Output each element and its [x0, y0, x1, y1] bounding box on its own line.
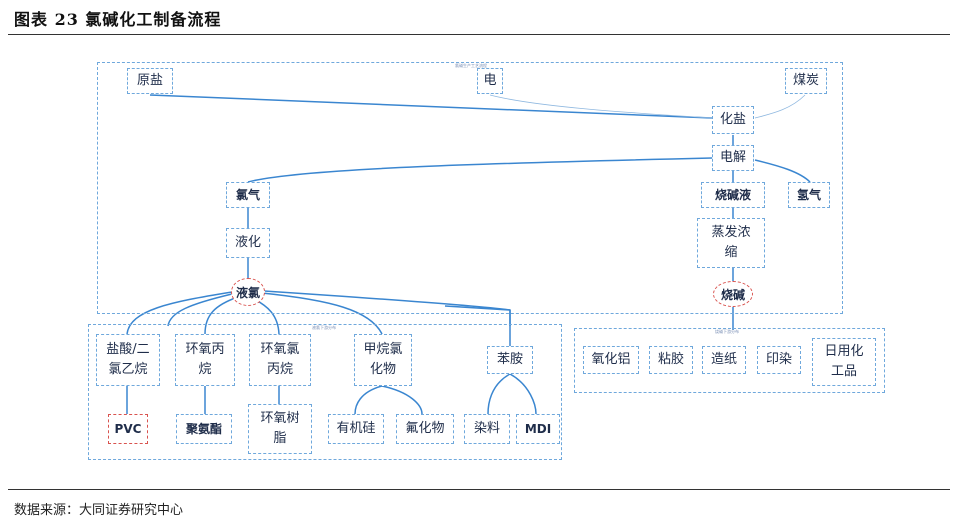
node-propylene-oxide-line2: 烷	[198, 362, 212, 377]
chlorine-downstream-panel	[88, 324, 562, 460]
node-electricity: 电	[477, 68, 503, 94]
node-silicone: 有机硅	[328, 414, 384, 444]
node-methane-chlorides: 甲烷氯 化物	[354, 334, 412, 386]
node-methane-chlorides-line2: 化物	[369, 362, 396, 377]
node-polyurethane: 聚氨酯	[176, 414, 232, 444]
node-epichlorohydrin-line1: 环氧氯	[260, 342, 300, 357]
node-hcl-line1: 盐酸/二	[106, 342, 150, 357]
node-hcl-dichloroethane: 盐酸/二 氯乙烷	[96, 334, 160, 386]
node-caustic-soda: 烧碱	[713, 281, 753, 307]
node-alumina: 氧化铝	[583, 346, 639, 374]
node-aniline: 苯胺	[487, 346, 533, 374]
node-evaporation: 蒸发浓 缩	[697, 218, 765, 268]
node-viscose: 粘胶	[649, 346, 693, 374]
node-propylene-oxide: 环氧丙 烷	[175, 334, 235, 386]
node-hydrogen: 氢气	[788, 182, 830, 208]
process-panel	[97, 62, 843, 314]
chlorine-downstream-label: 液氯下游分布	[312, 325, 336, 330]
node-evaporation-line2: 缩	[724, 245, 738, 260]
node-papermaking: 造纸	[702, 346, 746, 374]
node-mdi: MDI	[516, 414, 560, 444]
node-pvc: PVC	[108, 414, 148, 444]
node-daily-chemicals-line1: 日用化	[824, 344, 864, 359]
node-evaporation-line1: 蒸发浓	[711, 225, 751, 240]
node-daily-chemicals-line2: 工品	[830, 364, 857, 379]
node-caustic-liquid: 烧碱液	[701, 182, 765, 208]
node-printing-dyeing: 印染	[757, 346, 801, 374]
data-source: 数据来源：大同证券研究中心	[14, 503, 184, 518]
process-panel-label: 氯碱生产工艺流程	[455, 63, 487, 68]
node-dye: 染料	[464, 414, 510, 444]
node-liquefaction-text: 液化	[234, 235, 261, 250]
node-electrolysis: 电解	[712, 145, 754, 171]
node-epoxy-resin-line1: 环氧树	[260, 411, 300, 426]
node-epichlorohydrin: 环氧氯 丙烷	[249, 334, 311, 386]
figure-title: 图表 23 氯碱化工制备流程	[14, 10, 222, 29]
node-liquid-chlorine: 液氯	[231, 278, 265, 306]
node-epichlorohydrin-line2: 丙烷	[266, 362, 293, 377]
node-epoxy-resin-line2: 脂	[273, 431, 287, 446]
node-methane-chlorides-line1: 甲烷氯	[363, 342, 403, 357]
node-salt-dissolving: 化盐	[712, 106, 754, 134]
node-propylene-oxide-line1: 环氧丙	[185, 342, 225, 357]
node-chlorine-gas: 氯气	[226, 182, 270, 208]
top-rule	[8, 34, 950, 35]
node-hcl-line2: 氯乙烷	[108, 362, 148, 377]
caustic-downstream-panel	[574, 328, 885, 393]
node-fluoride: 氟化物	[396, 414, 454, 444]
node-coal: 煤炭	[785, 68, 827, 94]
node-raw-salt: 原盐	[127, 68, 173, 94]
node-liquefaction: 液化	[226, 228, 270, 258]
caustic-downstream-label: 烧碱下游分布	[715, 329, 739, 334]
node-daily-chemicals: 日用化 工品	[812, 338, 876, 386]
node-epoxy-resin: 环氧树 脂	[248, 404, 312, 454]
bottom-rule	[8, 489, 950, 490]
